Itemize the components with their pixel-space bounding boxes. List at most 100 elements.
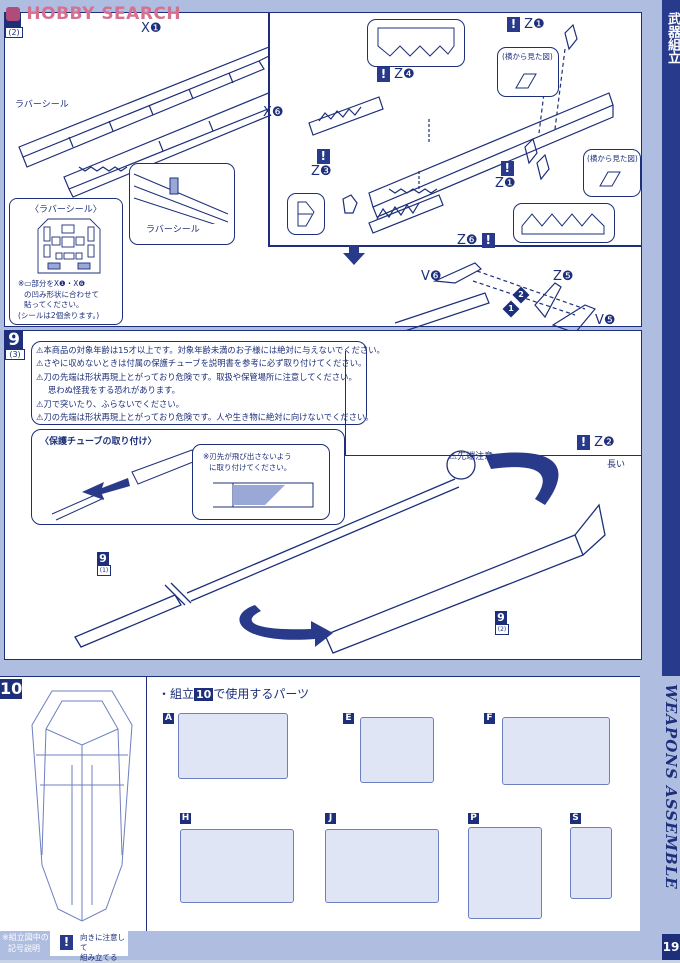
runner-label-f: F [484, 713, 495, 724]
step-ref-left-sub: (1) [97, 565, 111, 576]
step8-sub-number: (2) [5, 27, 23, 38]
warning-icon: ⚠ [449, 452, 458, 462]
shield-drawing [31, 690, 133, 922]
order-badge-1: 1 [502, 300, 520, 318]
rubber-seal-callout-label: ラバーシール [146, 225, 200, 235]
long-label: 長い [607, 460, 626, 470]
divider [268, 13, 270, 245]
end-cap-callout [287, 193, 325, 235]
legend-desc: 向きに注意して 組み立てる [80, 933, 125, 962]
part-z1-bottom: ! Z❶ [495, 161, 516, 191]
step-ref-right-number: 9 [495, 611, 507, 624]
side-view-parallelogram [599, 171, 621, 187]
runner-j [325, 829, 439, 903]
runner-label-s: S [570, 813, 581, 824]
runner-p [468, 827, 542, 919]
runner-label-j: J [325, 813, 336, 824]
legend-label: ※組立図中の 記号説明 [2, 933, 49, 953]
part-x6: X❻ [263, 105, 284, 120]
protective-tube-drawing [51, 449, 199, 521]
caution-icon: ! [60, 935, 73, 950]
part-v5: V❺ [595, 313, 616, 328]
rubber-seal-note: ※▭部分をX❶・X❻ の凹み形状に合わせて 貼ってください。 (シールは2個余り… [18, 279, 100, 320]
side-view-parallelogram [515, 73, 537, 89]
caution-icon: ! [377, 67, 390, 82]
step9-sub-number: (3) [5, 349, 25, 360]
watermark: HOBBY SEARCH [6, 4, 181, 24]
runner-a [178, 713, 288, 779]
caution-icon: ! [481, 233, 495, 248]
rubber-seal-sheet-title: 〈ラバーシール〉 [30, 205, 102, 215]
rubber-seal-label: ラバーシール [15, 100, 69, 110]
divider [146, 677, 147, 931]
step-ref-right-sub: (2) [495, 624, 509, 635]
legend: ※組立図中の 記号説明 ! 向きに注意して 組み立てる [0, 930, 640, 962]
blade-in-tube-drawing [213, 482, 314, 508]
protective-tube-title: 〈保護チューブの取り付け〉 [40, 437, 157, 447]
warning-line: ⚠刀の先端は形状再現上とがっており危険です。人や生き物に絶対に向けないでください… [36, 412, 374, 423]
caution-icon: ! [577, 435, 590, 450]
runner-e [360, 717, 434, 783]
part-z4: ! Z❹ [377, 67, 415, 82]
part-z3: ! Z❸ [311, 149, 332, 179]
scabbard-drawing [18, 46, 269, 198]
side-tab-top: 武器組立 [662, 0, 680, 72]
side-tab-bottom: WEAPONS ASSEMBLE [662, 676, 680, 930]
warning-icon: ⚠ [36, 412, 44, 423]
divider [345, 351, 346, 455]
end-cap-drawing [297, 201, 315, 227]
side-tab-line [662, 72, 680, 676]
warning-line: ⚠刀で突いたり、ふらないでください。 [36, 398, 184, 409]
down-arrow-icon [343, 245, 365, 265]
runner-label-p: P [468, 813, 479, 824]
warning-line: ⚠さやに収めないときは付属の保護チューブを説明書を参考に必ず取り付けてください。 [36, 358, 367, 369]
tube-note-callout: ※刃先が飛び出さないよう に取り付けてください。 [192, 444, 330, 520]
teeth-detail-callout-top [367, 19, 465, 67]
rubber-seal-sheet-drawing [37, 218, 101, 274]
legend-box: ! 向きに注意して 組み立てる [50, 930, 128, 962]
rubber-seal-sheet-box: 〈ラバーシール〉 ※▭部分をX❶・X❻ の凹み形状に合わせて 貼ってください。 … [9, 198, 123, 325]
order-badge-2: 2 [512, 286, 530, 304]
runner-label-e: E [343, 713, 354, 724]
divider [268, 245, 641, 247]
guard-assembly-drawing [394, 262, 596, 333]
teeth-detail-drawing [377, 27, 455, 57]
warnings-box: ⚠本商品の対象年齢は15才以上です。対象年齢未満のお子様には絶対に与えないでくだ… [31, 341, 385, 425]
teeth-detail-drawing [521, 213, 605, 235]
side-view-callout-top: (横から見た図) [497, 47, 559, 97]
step9-panel: 9 (3) ⚠本商品の対象年齢は15才以上です。対象年齢未満のお子様には絶対に与… [4, 330, 642, 660]
step-ref-left-number: 9 [97, 552, 109, 565]
sword-drawing [74, 450, 606, 654]
runner-f [502, 717, 610, 785]
side-view-callout-bottom: (横から見た図) [583, 149, 641, 197]
caution-icon: ! [316, 149, 330, 164]
watermark-logo-icon [6, 7, 20, 21]
runner-label-a: A [163, 713, 174, 724]
runner-s [570, 827, 612, 899]
part-x1: X❶ [141, 21, 162, 36]
warning-line: ⚠本商品の対象年齢は15才以上です。対象年齢未満のお子様には絶対に与えないでくだ… [36, 345, 385, 355]
part-v6: V❻ [421, 269, 442, 284]
warning-line: ⚠刀の先端は形状再現上とがっており危険です。取扱や保管場所に注意してください。 [36, 371, 357, 382]
step9-number: 9 [5, 331, 23, 349]
warning-icon: ⚠ [36, 371, 44, 382]
tip-caution-label: ⚠先端注意 [449, 452, 494, 462]
part-z6: Z❻ ! [457, 233, 495, 248]
step10-number: 10 [0, 679, 23, 699]
caution-icon: ! [500, 161, 514, 176]
runner-label-h: H [180, 813, 191, 824]
part-z2: ! Z❷ [577, 435, 615, 450]
step8-panel: (2) X❶ X❻ ラバーシール [4, 12, 642, 333]
part-z1-top: ! Z❶ [507, 17, 545, 32]
warning-icon: ⚠ [36, 345, 44, 355]
warning-line: 思わぬ怪我をする恐れがあります。 [48, 385, 180, 396]
page-number: 19 [662, 934, 680, 960]
protective-tube-box: 〈保護チューブの取り付け〉 ※刃先が飛び出さないよう に取り付けてください。 [31, 429, 345, 525]
teeth-detail-callout-bottom [513, 203, 615, 243]
blade-assembly-drawing [308, 23, 614, 234]
rubber-seal-callout: ラバーシール [129, 163, 235, 245]
runner-h [180, 829, 294, 903]
